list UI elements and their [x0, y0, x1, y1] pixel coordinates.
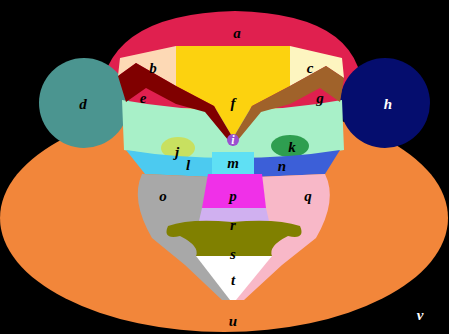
- region-letter: r: [230, 218, 236, 233]
- region-letter: d: [79, 97, 87, 112]
- region-letter: p: [229, 189, 237, 204]
- region-letter: q: [304, 189, 312, 204]
- region-letter: v: [417, 308, 424, 323]
- region-letter: c: [307, 61, 314, 76]
- region-letter: o: [159, 189, 167, 204]
- region-letter: i: [231, 134, 234, 146]
- region-letter: t: [231, 273, 235, 288]
- region-letter: h: [384, 97, 392, 112]
- region-letter: f: [231, 96, 236, 111]
- region-letter: k: [288, 140, 296, 155]
- region-letter: e: [140, 91, 147, 106]
- region-letter: b: [149, 61, 157, 76]
- region-letter: g: [316, 91, 324, 106]
- region-letter: n: [278, 159, 286, 174]
- region-letter: a: [233, 26, 241, 41]
- region-letter: u: [229, 314, 237, 329]
- region-letter: l: [186, 158, 190, 173]
- region-letter: j: [175, 145, 179, 160]
- region-letter: m: [227, 156, 239, 171]
- region-letter: s: [230, 247, 236, 262]
